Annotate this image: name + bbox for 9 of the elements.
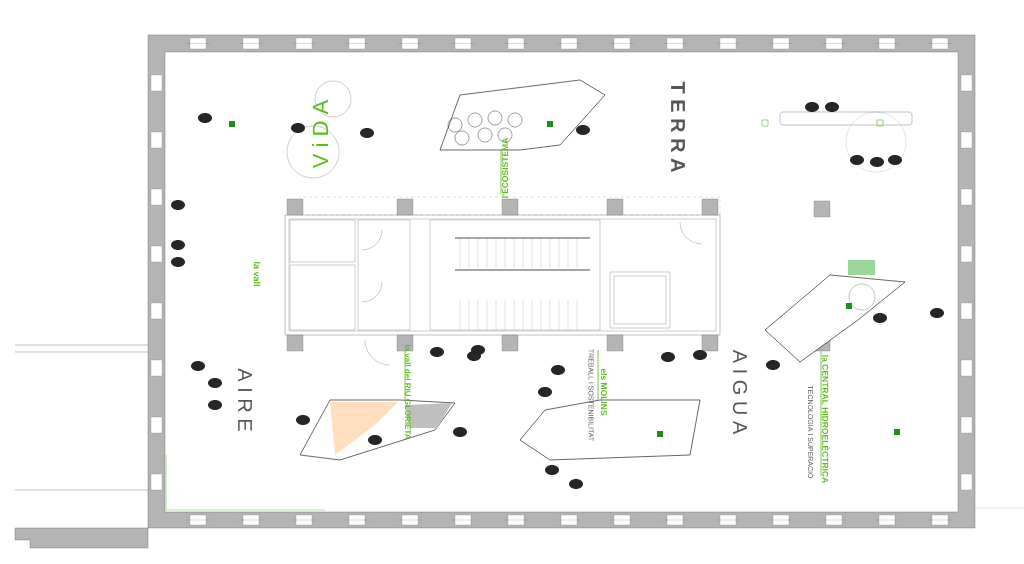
zone-title: A I G U A (732, 349, 748, 435)
section-title: l'ECOSISTEMA (501, 137, 509, 198)
zone-title: A I R E (238, 368, 252, 431)
section-title: la vall (253, 262, 261, 286)
zone-title: V i D A (312, 99, 328, 169)
zone-title: T E R R A (671, 81, 685, 172)
section-title: els MOLINS (600, 368, 608, 416)
section-title: la CENTRAL HIDROELÈCTRICA (822, 355, 830, 483)
section-title: la vall del RIU GLORIETA (405, 345, 411, 440)
